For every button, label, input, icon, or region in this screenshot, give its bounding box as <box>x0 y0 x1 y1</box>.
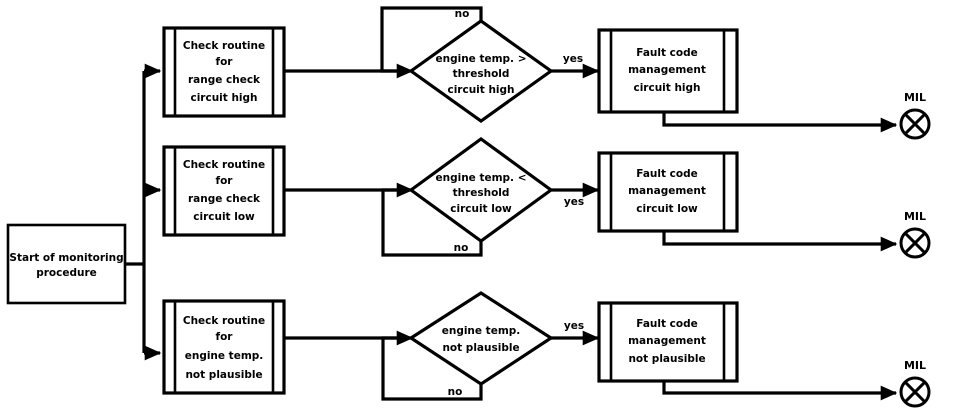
no-label-not-plausible: no <box>448 386 463 398</box>
connector-fault-to-lamp-circuit-high <box>662 112 898 133</box>
check-routine-line3-circuit-low: range check <box>188 193 261 205</box>
fault-code-outline-circuit-high <box>597 28 739 114</box>
start-node: Start of monitoring procedure <box>6 223 127 305</box>
check-routine-box-circuit-high: Check routine for range check circuit hi… <box>162 26 286 118</box>
fault-code-line3-circuit-high: circuit high <box>633 82 700 94</box>
fault-code-outline-not-plausible <box>597 301 739 383</box>
yes-edge-not-plausible: yes <box>551 320 600 346</box>
mil-lamp-label-circuit-low: MIL <box>904 210 926 223</box>
check-routine-line4-circuit-high: circuit high <box>190 92 257 104</box>
mil-lamp-label-circuit-high: MIL <box>904 91 926 104</box>
check-routine-line4-circuit-low: circuit low <box>193 211 255 223</box>
decision-line1-circuit-low: engine temp. < <box>435 172 526 184</box>
decision-line2-not-plausible: not plausible <box>442 342 519 354</box>
check-routine-line1-not-plausible: Check routine <box>183 315 265 327</box>
mil-lamp-cross-not-plausible <box>904 381 926 403</box>
decision-outline-not-plausible <box>408 291 554 386</box>
mil-lamp-cross-circuit-low <box>904 232 926 254</box>
fault-code-line1-circuit-low: Fault code <box>636 168 697 180</box>
fault-code-box-circuit-low: Fault code management circuit low <box>597 151 739 233</box>
mil-lamp-circuit-low: MIL <box>899 210 931 259</box>
fault-code-line2-circuit-low: management <box>628 185 706 197</box>
decision-line3-circuit-high: circuit high <box>447 84 514 96</box>
check-routine-line2-circuit-high: for <box>216 56 234 68</box>
check-routine-line3-circuit-high: range check <box>188 74 261 86</box>
fault-code-outline-circuit-low <box>597 151 739 233</box>
check-routine-line2-circuit-low: for <box>216 175 234 187</box>
no-label-circuit-low: no <box>454 242 469 254</box>
fault-code-line2-circuit-high: management <box>628 64 706 76</box>
decision-line3-circuit-low: circuit low <box>450 203 512 215</box>
yes-label-not-plausible: yes <box>564 320 584 332</box>
no-loop-circuit-high: no <box>380 6 483 73</box>
fault-code-box-circuit-high: Fault code management circuit high <box>597 28 739 114</box>
check-routine-box-circuit-low: Check routine for range check circuit lo… <box>162 145 286 237</box>
yes-label-circuit-high: yes <box>563 53 583 65</box>
no-loop-path-circuit-high <box>380 6 483 73</box>
check-routine-line2-not-plausible: for <box>216 331 234 343</box>
check-routine-line1-circuit-high: Check routine <box>183 40 265 52</box>
check-routine-line1-circuit-low: Check routine <box>183 159 265 171</box>
yes-edge-circuit-low: yes <box>551 182 600 208</box>
mil-lamp-not-plausible: MIL <box>899 359 931 408</box>
no-loop-path-circuit-low <box>381 188 483 257</box>
start-distribution-connector <box>125 63 162 361</box>
check-routine-outline-not-plausible <box>162 299 286 395</box>
yes-edge-circuit-high: yes <box>551 53 600 79</box>
decision-line1-not-plausible: engine temp. <box>442 325 521 337</box>
yes-label-circuit-low: yes <box>564 196 584 208</box>
decision-diamond-circuit-low: engine temp. < threshold circuit low <box>408 137 554 243</box>
fault-code-line3-circuit-low: circuit low <box>636 203 698 215</box>
mil-lamp-label-not-plausible: MIL <box>904 359 926 372</box>
decision-diamond-not-plausible: engine temp. not plausible <box>408 291 554 386</box>
check-routine-line3-not-plausible: engine temp. <box>185 350 264 362</box>
branch-not-plausible: Check routine for engine temp. not plaus… <box>162 291 931 408</box>
decision-diamond-circuit-high: engine temp. > threshold circuit high <box>408 19 554 123</box>
fault-code-line2-not-plausible: management <box>628 335 706 347</box>
no-loop-circuit-low: no <box>381 188 483 257</box>
check-routine-outline-circuit-low <box>162 145 286 237</box>
decision-line2-circuit-low: threshold <box>453 187 510 199</box>
connector-fault-to-lamp-not-plausible <box>662 381 898 401</box>
branch-circuit-high: Check routine for range check circuit hi… <box>162 6 931 140</box>
fault-code-box-not-plausible: Fault code management not plausible <box>597 301 739 383</box>
no-label-circuit-high: no <box>455 8 470 20</box>
mil-lamp-cross-circuit-high <box>904 113 926 135</box>
fault-code-line1-not-plausible: Fault code <box>636 318 697 330</box>
start-node-label-line2: procedure <box>36 267 97 279</box>
start-node-box <box>6 223 127 305</box>
fault-code-line3-not-plausible: not plausible <box>628 353 705 365</box>
decision-line1-circuit-high: engine temp. > <box>435 53 526 65</box>
connector-fault-to-lamp-circuit-low <box>662 231 898 252</box>
check-routine-box-not-plausible: Check routine for engine temp. not plaus… <box>162 299 286 395</box>
mil-lamp-circuit-high: MIL <box>899 91 931 140</box>
fault-code-line1-circuit-high: Fault code <box>636 47 697 59</box>
start-node-label-line1: Start of monitoring <box>9 252 123 264</box>
branch-circuit-low: Check routine for range check circuit lo… <box>162 137 931 259</box>
decision-line2-circuit-high: threshold <box>453 68 510 80</box>
check-routine-line4-not-plausible: not plausible <box>185 369 262 381</box>
no-loop-path-not-plausible <box>381 336 483 401</box>
no-loop-not-plausible: no <box>381 336 483 401</box>
